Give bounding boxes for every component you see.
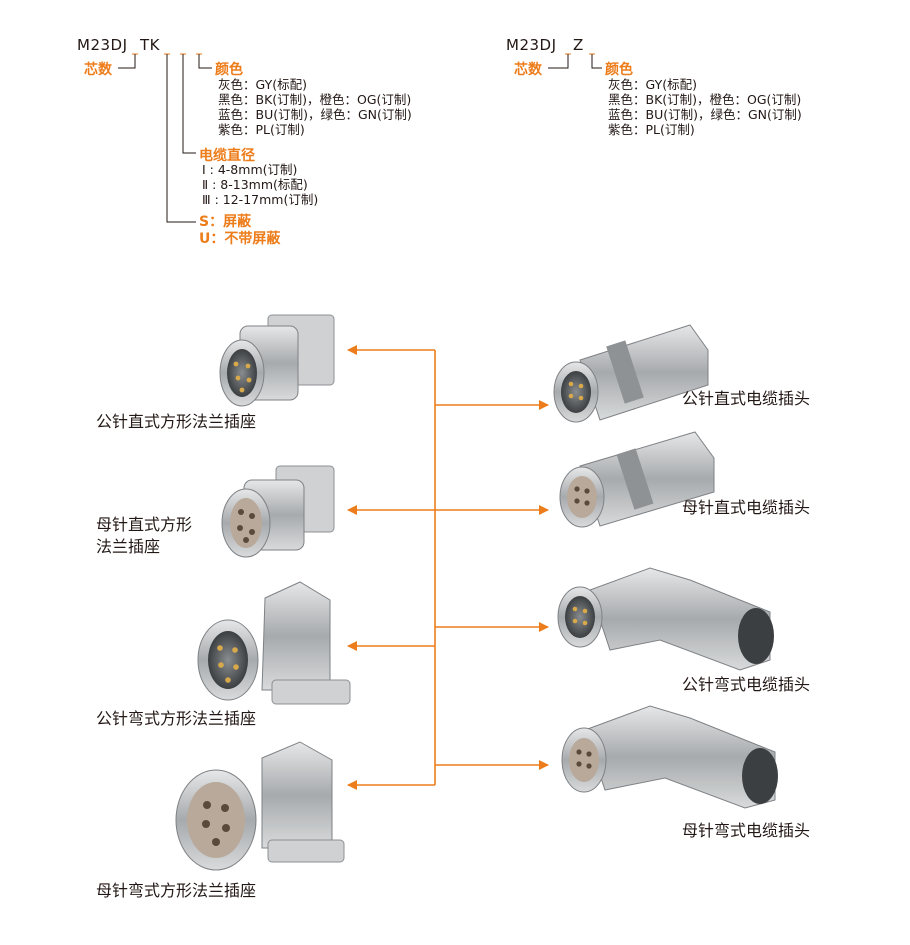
left-shield-option: U：不带屏蔽: [199, 231, 281, 247]
right-code-base: M23DJ: [506, 36, 557, 54]
male-angled-cable-plug-image: [557, 567, 774, 671]
left-color-title: 颜色: [215, 62, 243, 78]
left-diameter-option: Ⅱ : 8-13mm(标配): [202, 177, 308, 192]
male-straight-flange-socket-image: [219, 314, 335, 407]
caption-female-angled-flange-socket: 母针弯式方形法兰插座: [96, 881, 257, 900]
left-diameter-options: Ⅰ : 4-8mm(订制) Ⅱ : 8-13mm(标配) Ⅲ : 12-17mm…: [202, 162, 318, 207]
left-code-brackets: [118, 54, 212, 223]
left-shield-option: S：屏蔽: [199, 214, 252, 230]
right-color-option: 紫色：PL(订制): [608, 122, 695, 137]
right-code-brackets: [548, 54, 602, 69]
right-color-option: 黑色：BK(订制)，橙色：OG(订制): [608, 92, 802, 107]
left-color-options: 灰色：GY(标配) 黑色：BK(订制)，橙色：OG(订制) 蓝色：BU(订制)，…: [218, 77, 412, 137]
left-code-base: M23DJ: [77, 36, 128, 54]
right-color-title: 颜色: [605, 62, 633, 78]
caption-male-angled-cable-plug: 公针弯式电缆插头: [682, 675, 811, 694]
caption-female-angled-cable-plug: 母针弯式电缆插头: [682, 821, 811, 840]
left-pin-count-label: 芯数: [84, 62, 112, 78]
female-straight-flange-socket-image: [221, 465, 335, 558]
caption-female-straight-flange-socket: 母针直式方形 法兰插座: [96, 515, 193, 556]
caption-male-straight-flange-socket: 公针直式方形法兰插座: [96, 412, 257, 431]
male-straight-cable-plug-image: [553, 324, 709, 423]
caption-male-angled-flange-socket: 公针弯式方形法兰插座: [96, 709, 257, 728]
left-color-option: 蓝色：BU(订制)，绿色：GN(订制): [218, 107, 412, 122]
male-angled-flange-socket-image: [197, 581, 351, 705]
right-color-option: 蓝色：BU(订制)，绿色：GN(订制): [608, 107, 802, 122]
right-pin-count-label: 芯数: [514, 62, 542, 78]
right-color-options: 灰色：GY(标配) 黑色：BK(订制)，橙色：OG(订制) 蓝色：BU(订制)，…: [608, 77, 802, 137]
left-diameter-option: Ⅰ : 4-8mm(订制): [202, 162, 298, 177]
left-code-suffix: TK: [140, 36, 160, 54]
female-angled-cable-plug-image: [561, 705, 778, 809]
caption-female-straight-cable-plug: 母针直式电缆插头: [682, 498, 811, 517]
female-angled-flange-socket-image: [175, 741, 345, 871]
left-diameter-option: Ⅲ : 12-17mm(订制): [202, 192, 319, 207]
right-color-option: 灰色：GY(标配): [608, 77, 697, 92]
left-color-option: 紫色：PL(订制): [218, 122, 305, 137]
left-color-option: 黑色：BK(订制)，橙色：OG(订制): [218, 92, 412, 107]
left-shield-options: S：屏蔽 U：不带屏蔽: [199, 214, 280, 248]
caption-male-straight-cable-plug: 公针直式电缆插头: [682, 389, 811, 408]
female-straight-cable-plug-image: [559, 431, 715, 528]
left-color-option: 灰色：GY(标配): [218, 77, 307, 92]
left-diameter-title: 电缆直径: [199, 148, 255, 164]
right-code-suffix: Z: [573, 36, 584, 54]
pairing-arrows: [347, 345, 549, 790]
